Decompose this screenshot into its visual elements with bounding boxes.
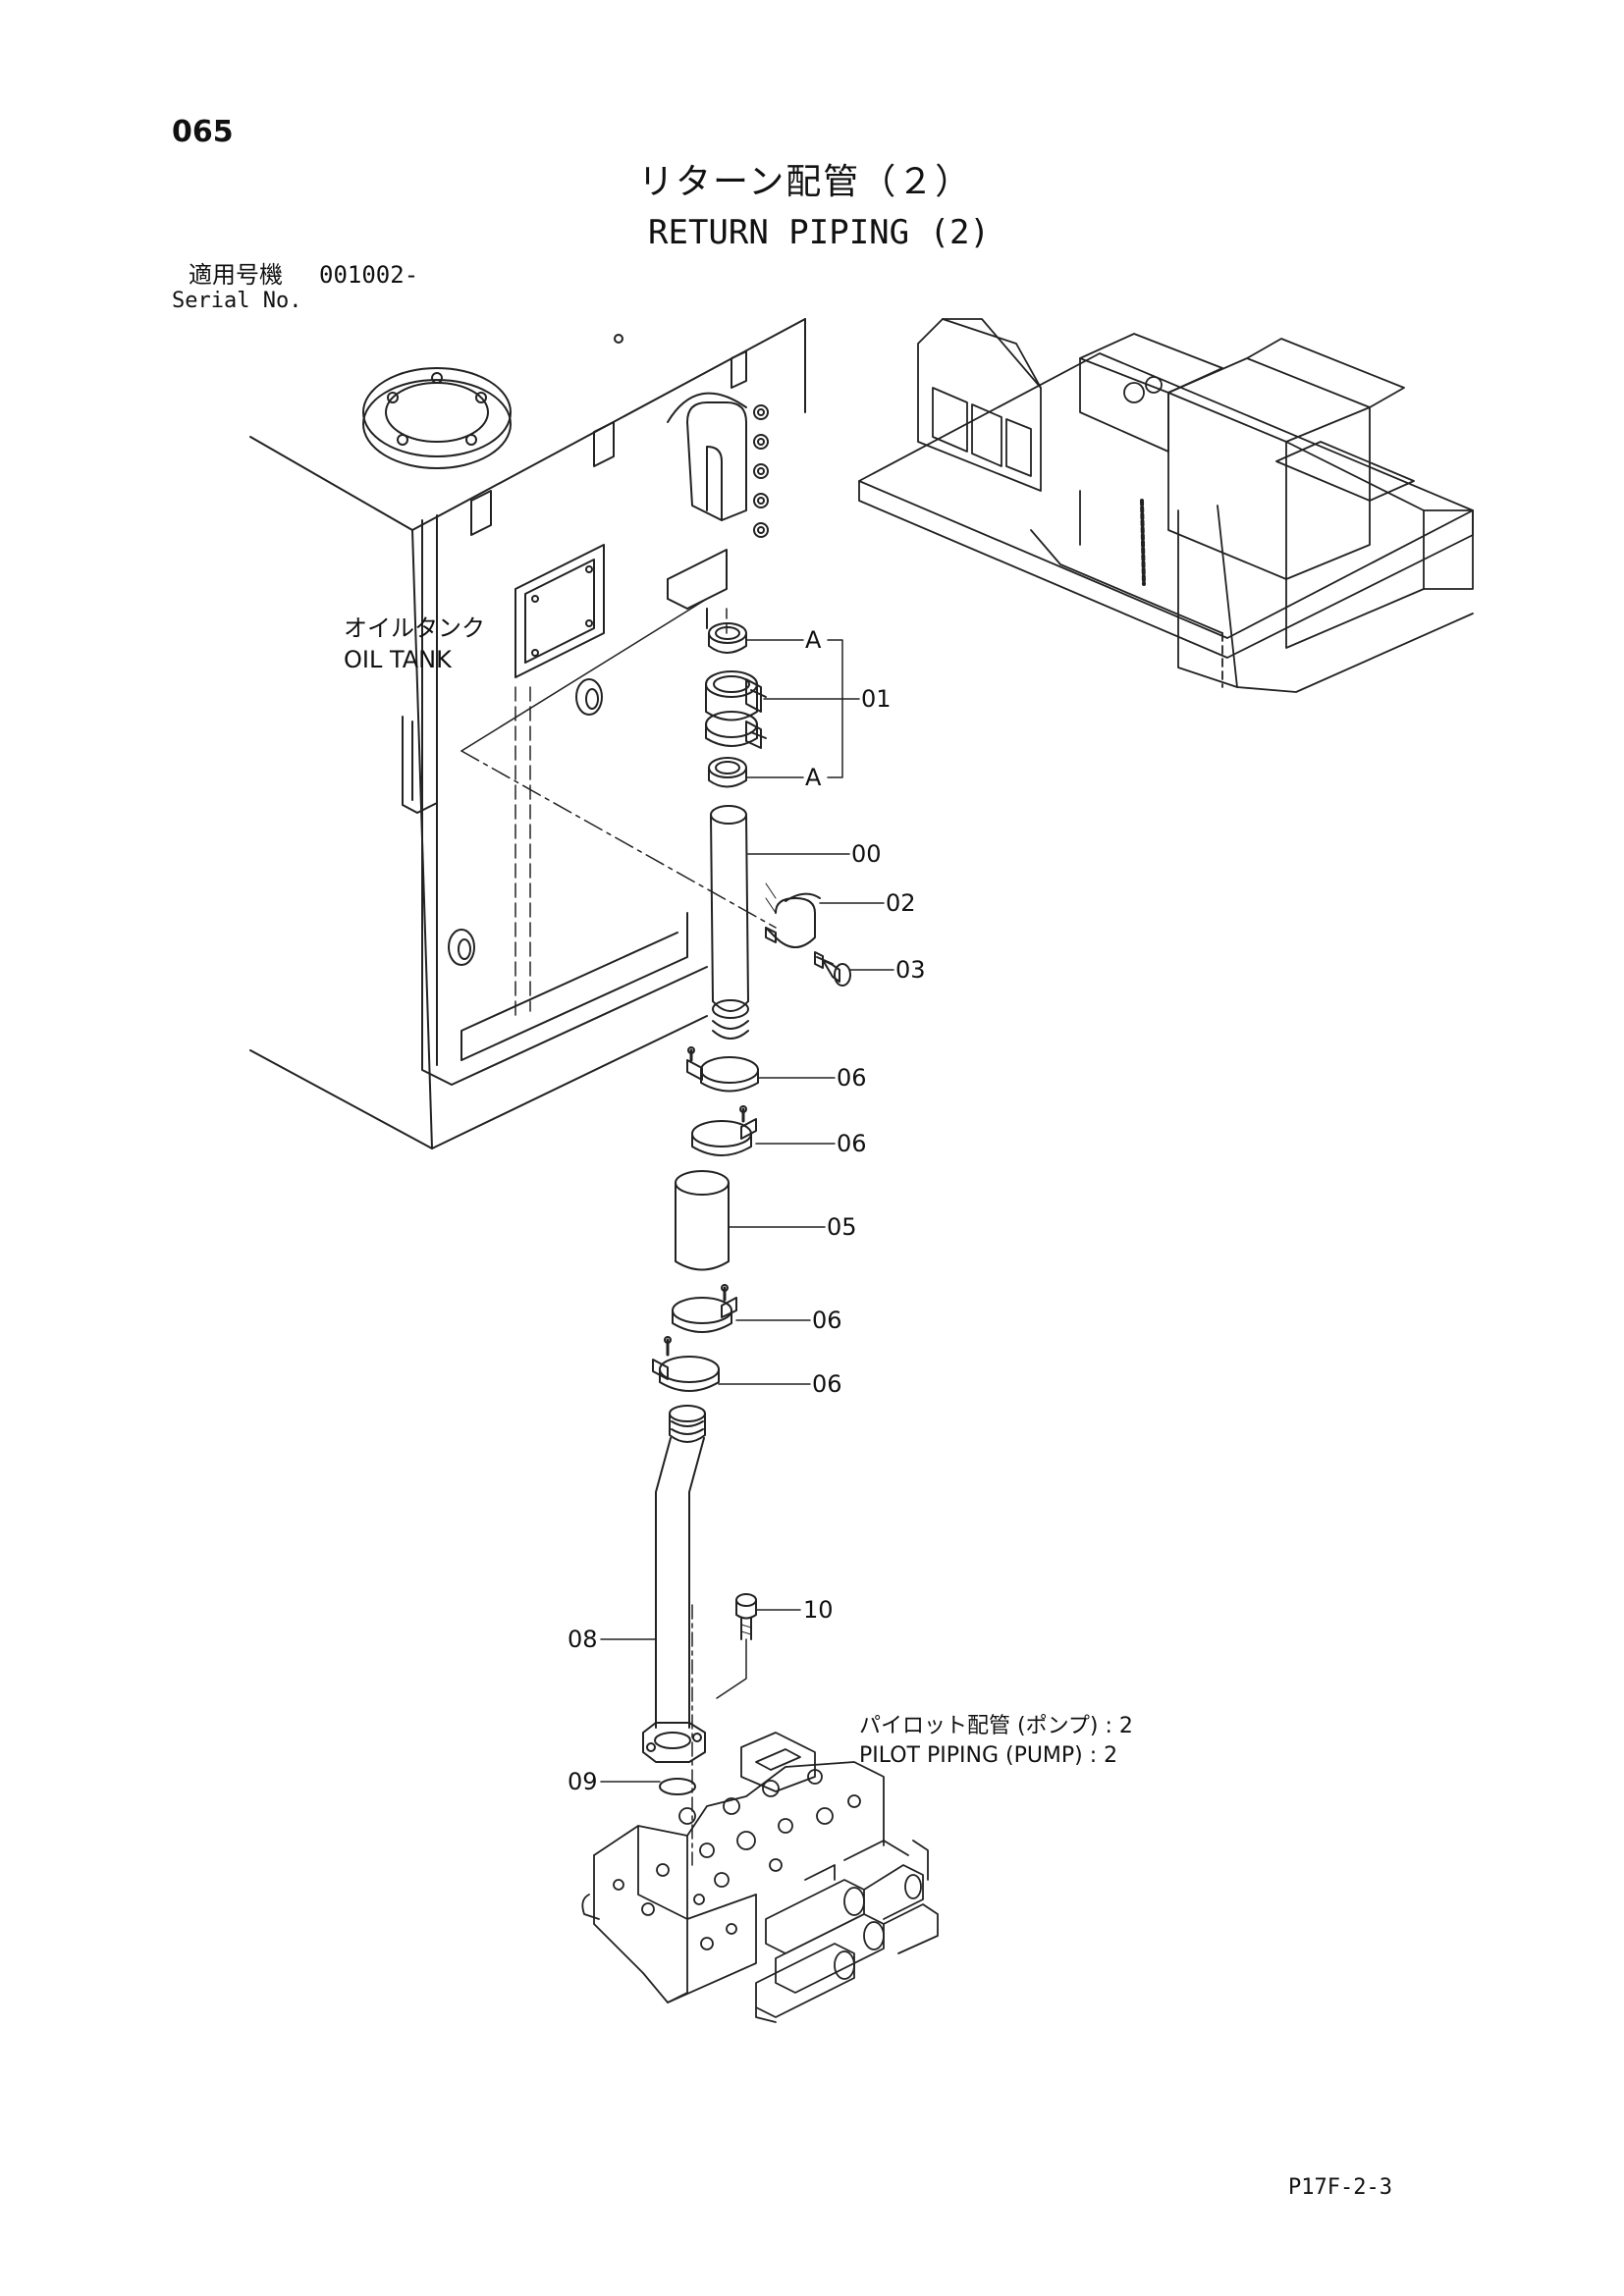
callout-01: 01	[861, 685, 892, 713]
callout-06-d: 06	[812, 1370, 842, 1398]
callout-02: 02	[886, 889, 916, 917]
serial-label-english: Serial No.	[172, 289, 302, 313]
oil-tank-label-jp: オイルタンク	[344, 614, 485, 642]
title-japanese: リターン配管（２）	[638, 162, 973, 202]
callout-06-c: 06	[812, 1307, 842, 1334]
leader-lines	[461, 599, 776, 1865]
return-pipe-assembly	[643, 623, 850, 1794]
pilot-piping-label-en: PILOT PIPING (PUMP) : 2	[859, 1743, 1118, 1768]
callout-03: 03	[895, 956, 926, 984]
callout-06-b: 06	[837, 1130, 867, 1157]
callout-09: 09	[568, 1768, 598, 1795]
oil-tank-drawing	[250, 319, 805, 1148]
callout-a-top: A	[805, 626, 822, 654]
callout-a-bottom: A	[805, 764, 822, 791]
footer-reference-code: P17F-2-3	[1288, 2175, 1392, 2200]
serial-label-japanese: 適用号機	[189, 261, 283, 289]
control-valve-drawing	[582, 1733, 938, 2022]
callout-10: 10	[803, 1596, 834, 1624]
title-english: RETURN PIPING (2)	[648, 213, 990, 252]
callout-06-a: 06	[837, 1064, 867, 1092]
callout-leaders	[601, 640, 893, 1782]
callout-05: 05	[827, 1213, 857, 1241]
serial-value: 001002-	[319, 261, 419, 289]
callout-08: 08	[568, 1626, 598, 1653]
callout-00: 00	[851, 840, 882, 868]
excavator-location-view	[859, 319, 1473, 692]
page-number: 065	[172, 115, 234, 149]
pilot-piping-label-jp: パイロット配管 (ポンプ) : 2	[859, 1714, 1133, 1738]
oil-tank-label-en: OIL TANK	[344, 646, 452, 673]
